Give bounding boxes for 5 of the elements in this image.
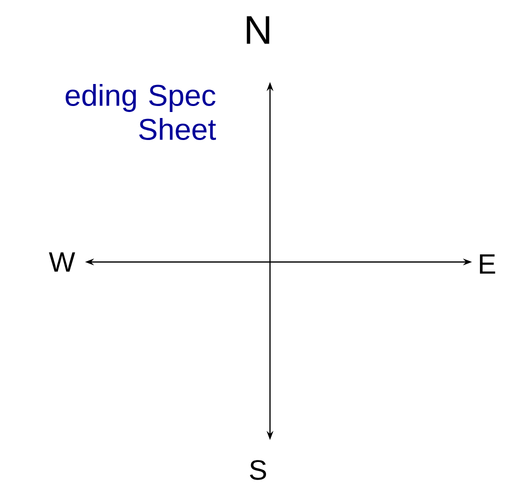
compass-letter: W xyxy=(48,252,76,272)
handwritten-note: eding Spec Sheet xyxy=(66,84,216,140)
compass-letter: E xyxy=(480,254,496,274)
compass-letter: N xyxy=(246,16,270,44)
compass-letter: S xyxy=(250,460,266,480)
